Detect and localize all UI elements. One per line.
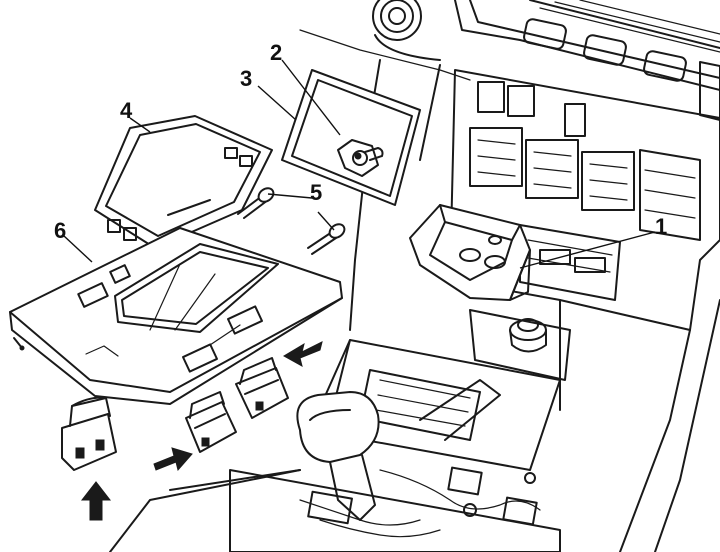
callout-6: 6 [54,218,66,243]
ignition-ring [372,0,441,61]
wiring-harness [109,466,561,552]
callout-2: 2 [270,40,282,65]
callout-4: 4 [120,98,133,123]
ashtray-assembly [409,204,531,301]
window-switch-left [61,396,117,471]
console-cover [9,227,343,405]
callout-5: 5 [310,180,322,205]
dashboard-vents [454,0,720,121]
alignment-line [209,324,241,346]
callout-3: 3 [240,66,252,91]
arrow-right [153,447,193,472]
gear-selector [296,339,561,521]
screws [237,187,346,255]
alignment-line [174,273,216,331]
callout-1: 1 [655,214,667,239]
cigar-lighter [469,309,571,381]
arrow-up [80,481,112,521]
window-switch-right [235,357,289,419]
window-switch-centre [185,391,237,453]
lamp-panel [281,69,421,206]
leader-lines [63,59,656,269]
alignment-line [149,263,181,331]
arrow-left [283,341,323,367]
